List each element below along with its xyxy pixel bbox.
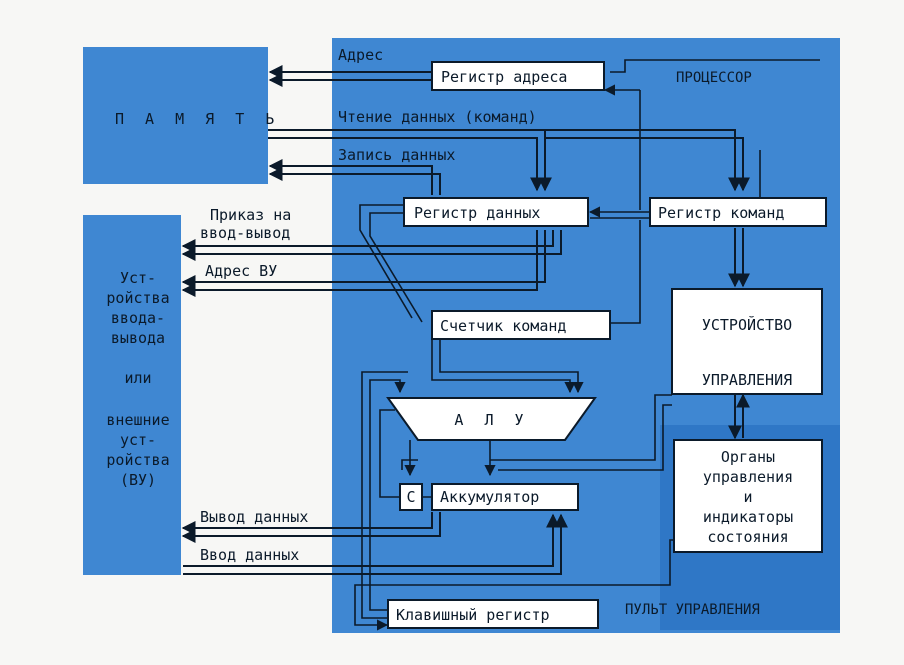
data-in-bus (183, 513, 568, 575)
write-data-bus (268, 167, 441, 195)
command-register-box (649, 197, 827, 227)
write-data-bus (268, 159, 433, 195)
controls-line: и (743, 488, 752, 506)
alu-box (386, 397, 597, 441)
io-line: вывода (111, 329, 165, 347)
carry-label: С (406, 488, 415, 506)
read-data-signal-label: Чтение данных (команд) (338, 108, 537, 126)
address-register-box (431, 61, 605, 91)
accumulator-box (431, 483, 579, 511)
io-line: ввода- (111, 309, 165, 327)
io-devices-area (83, 215, 181, 575)
alu-label: А Л У (454, 411, 529, 429)
control-unit-label: УПРАВЛЕНИЯ (702, 371, 792, 389)
counter-to-alu-line (431, 335, 576, 394)
program-counter-label: Счетчик команд (440, 317, 566, 335)
memory-label: П А М Я Т Ь (115, 110, 280, 128)
keyboard-register-label: Клавишный регистр (396, 606, 550, 624)
controls-line: Органы (721, 448, 775, 466)
io-line: или (124, 369, 151, 387)
data-to-alu-line (359, 204, 413, 319)
controls-indicators-box (673, 439, 823, 553)
data-in-bus (183, 513, 560, 567)
data-in-label: Ввод данных (200, 546, 299, 564)
keyboard-to-alu-line (369, 379, 406, 611)
io-devices-label: Уст- ройства ввода- вывода или внешние у… (106, 269, 169, 489)
data-out-label: Вывод данных (200, 508, 308, 526)
data-out-bus (181, 512, 433, 535)
console-to-keyboard-line (354, 539, 680, 631)
io-line: внешние (106, 411, 169, 429)
io-line: уст- (120, 431, 156, 449)
io-command-bus (181, 230, 554, 253)
address-register-label: Регистр адреса (441, 68, 567, 86)
data-to-alu-line (369, 212, 423, 323)
io-address-label: Адрес ВУ (205, 262, 277, 280)
counter-to-address-line (610, 220, 641, 324)
control-to-alu-line (498, 404, 672, 471)
write-data-signal-label: Запись данных (338, 146, 455, 164)
read-data-bus (268, 137, 544, 192)
control-unit-box (671, 288, 823, 395)
io-line: (ВУ) (120, 471, 156, 489)
read-command-bus (545, 129, 742, 192)
control-to-alu-line (490, 394, 672, 461)
io-address-bus (181, 230, 538, 297)
console-label: ПУЛЬТ УПРАВЛЕНИЯ (625, 602, 760, 618)
data-register-box (403, 197, 589, 227)
io-line: ройства (106, 289, 169, 307)
carry-feedback-line (401, 459, 418, 470)
controls-line: управления (703, 468, 793, 486)
io-command-bus (181, 230, 562, 261)
data-out-bus (181, 512, 441, 543)
io-address-bus (181, 230, 546, 289)
control-unit-label: УСТРОЙСТВО (702, 315, 792, 334)
io-command-label: ввод-вывод (200, 224, 290, 242)
data-register-label: Регистр данных (414, 204, 540, 222)
controls-line: индикаторы (703, 508, 793, 526)
address-signal-label: Адрес (338, 46, 383, 64)
keyboard-register-box (387, 599, 599, 629)
counter-to-alu-line (439, 335, 584, 394)
address-top-line (610, 59, 820, 73)
read-command-bus (545, 137, 750, 192)
controls-line: состояния (707, 528, 788, 546)
memory-area (83, 47, 268, 184)
io-command-label: Приказ на (210, 206, 291, 224)
keyboard-to-alu-line (361, 371, 408, 619)
processor-label: ПРОЦЕССОР (676, 70, 752, 86)
carry-box (399, 483, 423, 511)
program-counter-box (431, 310, 611, 340)
io-line: Уст- (120, 269, 156, 287)
accumulator-label: Аккумулятор (440, 488, 539, 506)
command-register-label: Регистр команд (658, 204, 784, 222)
io-line: ройства (106, 451, 169, 469)
